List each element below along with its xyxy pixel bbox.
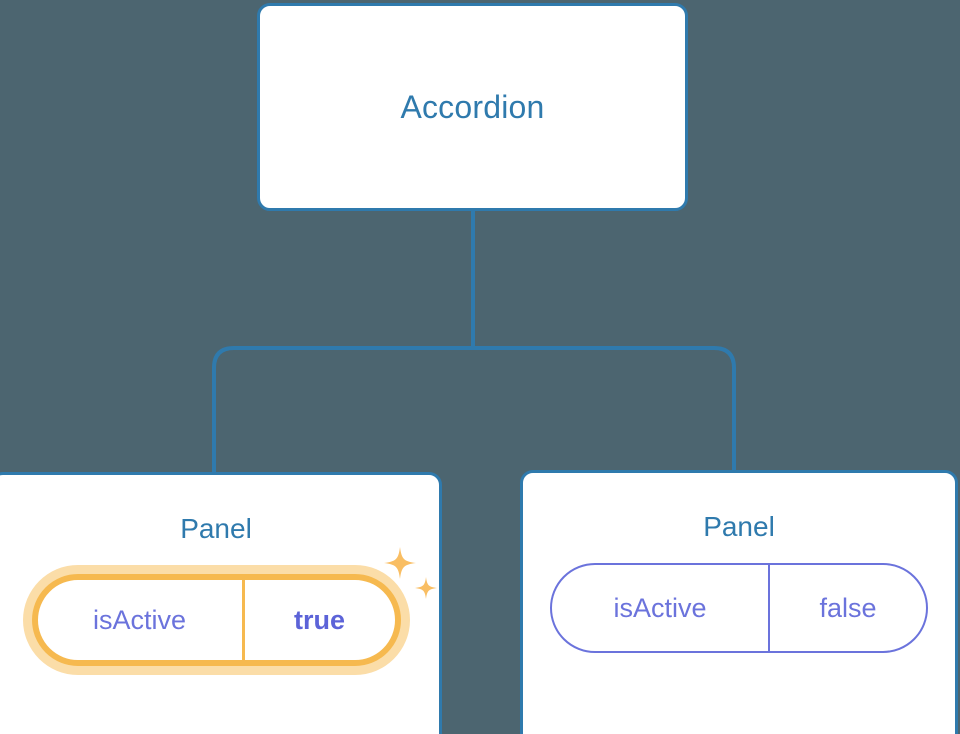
prop-pill-right-wrapper: isActive false (550, 563, 928, 653)
prop-pill-left-wrapper: isActive true (22, 547, 437, 675)
prop-value-label: true (241, 580, 395, 660)
prop-pill-isactive-true[interactable]: isActive true (31, 574, 401, 666)
node-panel-right-title: Panel (703, 511, 775, 542)
connector-branch-right (473, 346, 736, 472)
sparkle-icon (383, 547, 416, 579)
prop-pill-left-glow: isActive true (22, 565, 410, 675)
node-panel-left[interactable]: Panel isActive true (0, 472, 442, 734)
node-accordion-title: Accordion (400, 89, 545, 125)
node-panel-left-title: Panel (180, 513, 252, 544)
connector-branch-left (212, 346, 473, 474)
node-accordion[interactable]: Accordion (257, 3, 688, 211)
sparkle-small-icon (414, 577, 437, 599)
prop-key-label: isActive (92, 604, 187, 635)
prop-value-label: false (768, 565, 926, 651)
prop-pill-isactive-false[interactable]: isActive false (550, 563, 928, 653)
prop-key-label: isActive (613, 592, 707, 623)
node-panel-right[interactable]: Panel isActive false (520, 470, 958, 734)
